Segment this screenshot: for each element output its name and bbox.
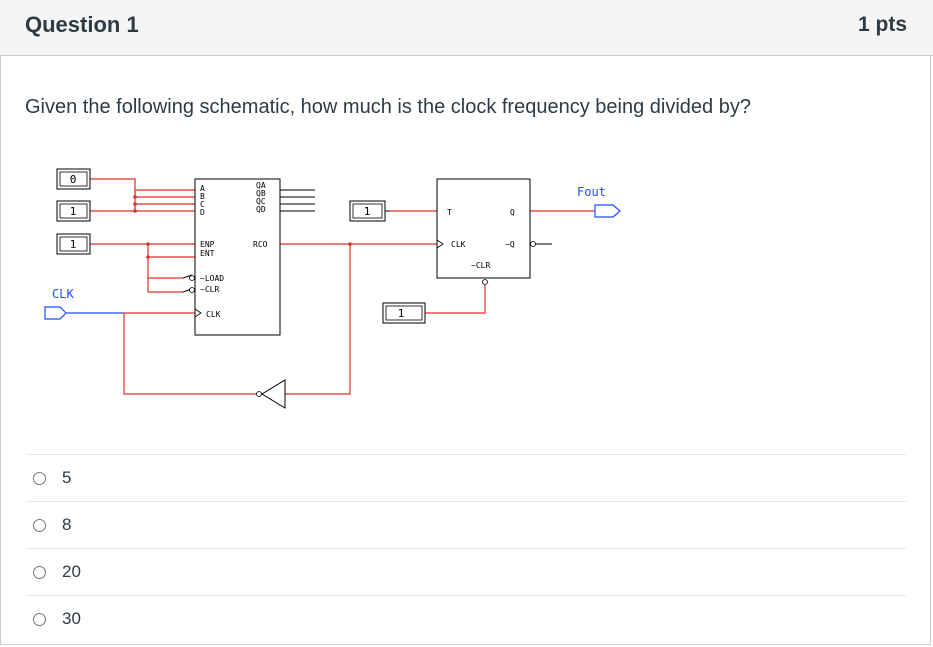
answer-option[interactable]: 5 (26, 454, 906, 501)
pin-qa: QA (256, 181, 266, 190)
question-header: Question 1 1 pts (0, 0, 933, 56)
answer-label: 20 (62, 562, 81, 581)
pin-clk: CLK (206, 310, 221, 319)
input-0-value: 0 (70, 173, 77, 186)
pin-qb: QB (256, 189, 266, 198)
schematic-diagram: 0 1 1 CLK A B C D QA QB QC QD ENP ENT RC… (44, 168, 621, 409)
clr-bubble (189, 287, 195, 293)
fout-port (594, 204, 621, 218)
radio-button[interactable] (33, 565, 46, 579)
input-box-1 (56, 200, 91, 222)
inverter-gate (261, 379, 286, 409)
pin-ent: ENT (200, 249, 215, 258)
answer-label: 5 (62, 468, 72, 487)
counter-clk-arrow (194, 308, 202, 318)
ff-pin-q: Q (510, 208, 515, 217)
ff-clk-arrow (436, 239, 444, 249)
question-points: 1 pts (857, 13, 907, 36)
t-flipflop-block (436, 178, 531, 279)
ff-pin-t: T (447, 208, 452, 217)
pin-clr: ~CLR (200, 285, 219, 294)
answer-label: 30 (62, 609, 81, 628)
clr-input-box (382, 302, 426, 324)
ff-qbar-bubble (530, 241, 536, 247)
counter-block (194, 178, 281, 336)
clk-input-label: CLK (52, 287, 74, 301)
answer-option[interactable]: 30 (26, 595, 906, 642)
question-title: Question 1 (25, 12, 139, 37)
pin-a: A (200, 184, 205, 193)
pin-d: D (200, 208, 205, 217)
pin-rco: RCO (253, 240, 268, 249)
clr-input-value: 1 (398, 307, 405, 320)
inverter-bubble (256, 391, 262, 397)
pin-qd: QD (256, 205, 266, 214)
radio-button[interactable] (33, 612, 46, 626)
pin-b: B (200, 192, 205, 201)
radio-button[interactable] (33, 471, 46, 485)
answer-option[interactable]: 20 (26, 548, 906, 595)
input-box-0 (56, 168, 91, 190)
answer-option[interactable]: 8 (26, 501, 906, 548)
answer-list: 5 8 20 30 (26, 454, 906, 642)
ff-pin-clr: ~CLR (471, 261, 490, 270)
answer-label: 8 (62, 515, 72, 534)
ff-clr-bubble (482, 279, 488, 285)
pin-enp: ENP (200, 240, 215, 249)
ff-pin-qbar: ~Q (505, 240, 515, 249)
input-box-2 (56, 233, 91, 255)
radio-button[interactable] (33, 518, 46, 532)
question-prompt: Given the following schematic, how much … (25, 96, 751, 118)
t-input-value: 1 (364, 205, 371, 218)
fout-label: Fout (577, 185, 606, 199)
pin-qc: QC (256, 197, 266, 206)
input-2-value: 1 (70, 238, 77, 251)
input-1-value: 1 (70, 205, 77, 218)
pin-load: ~LOAD (200, 274, 224, 283)
ff-pin-clk: CLK (451, 240, 466, 249)
clk-input-port (44, 306, 67, 320)
pin-c: C (200, 200, 205, 209)
load-bubble (189, 275, 195, 281)
